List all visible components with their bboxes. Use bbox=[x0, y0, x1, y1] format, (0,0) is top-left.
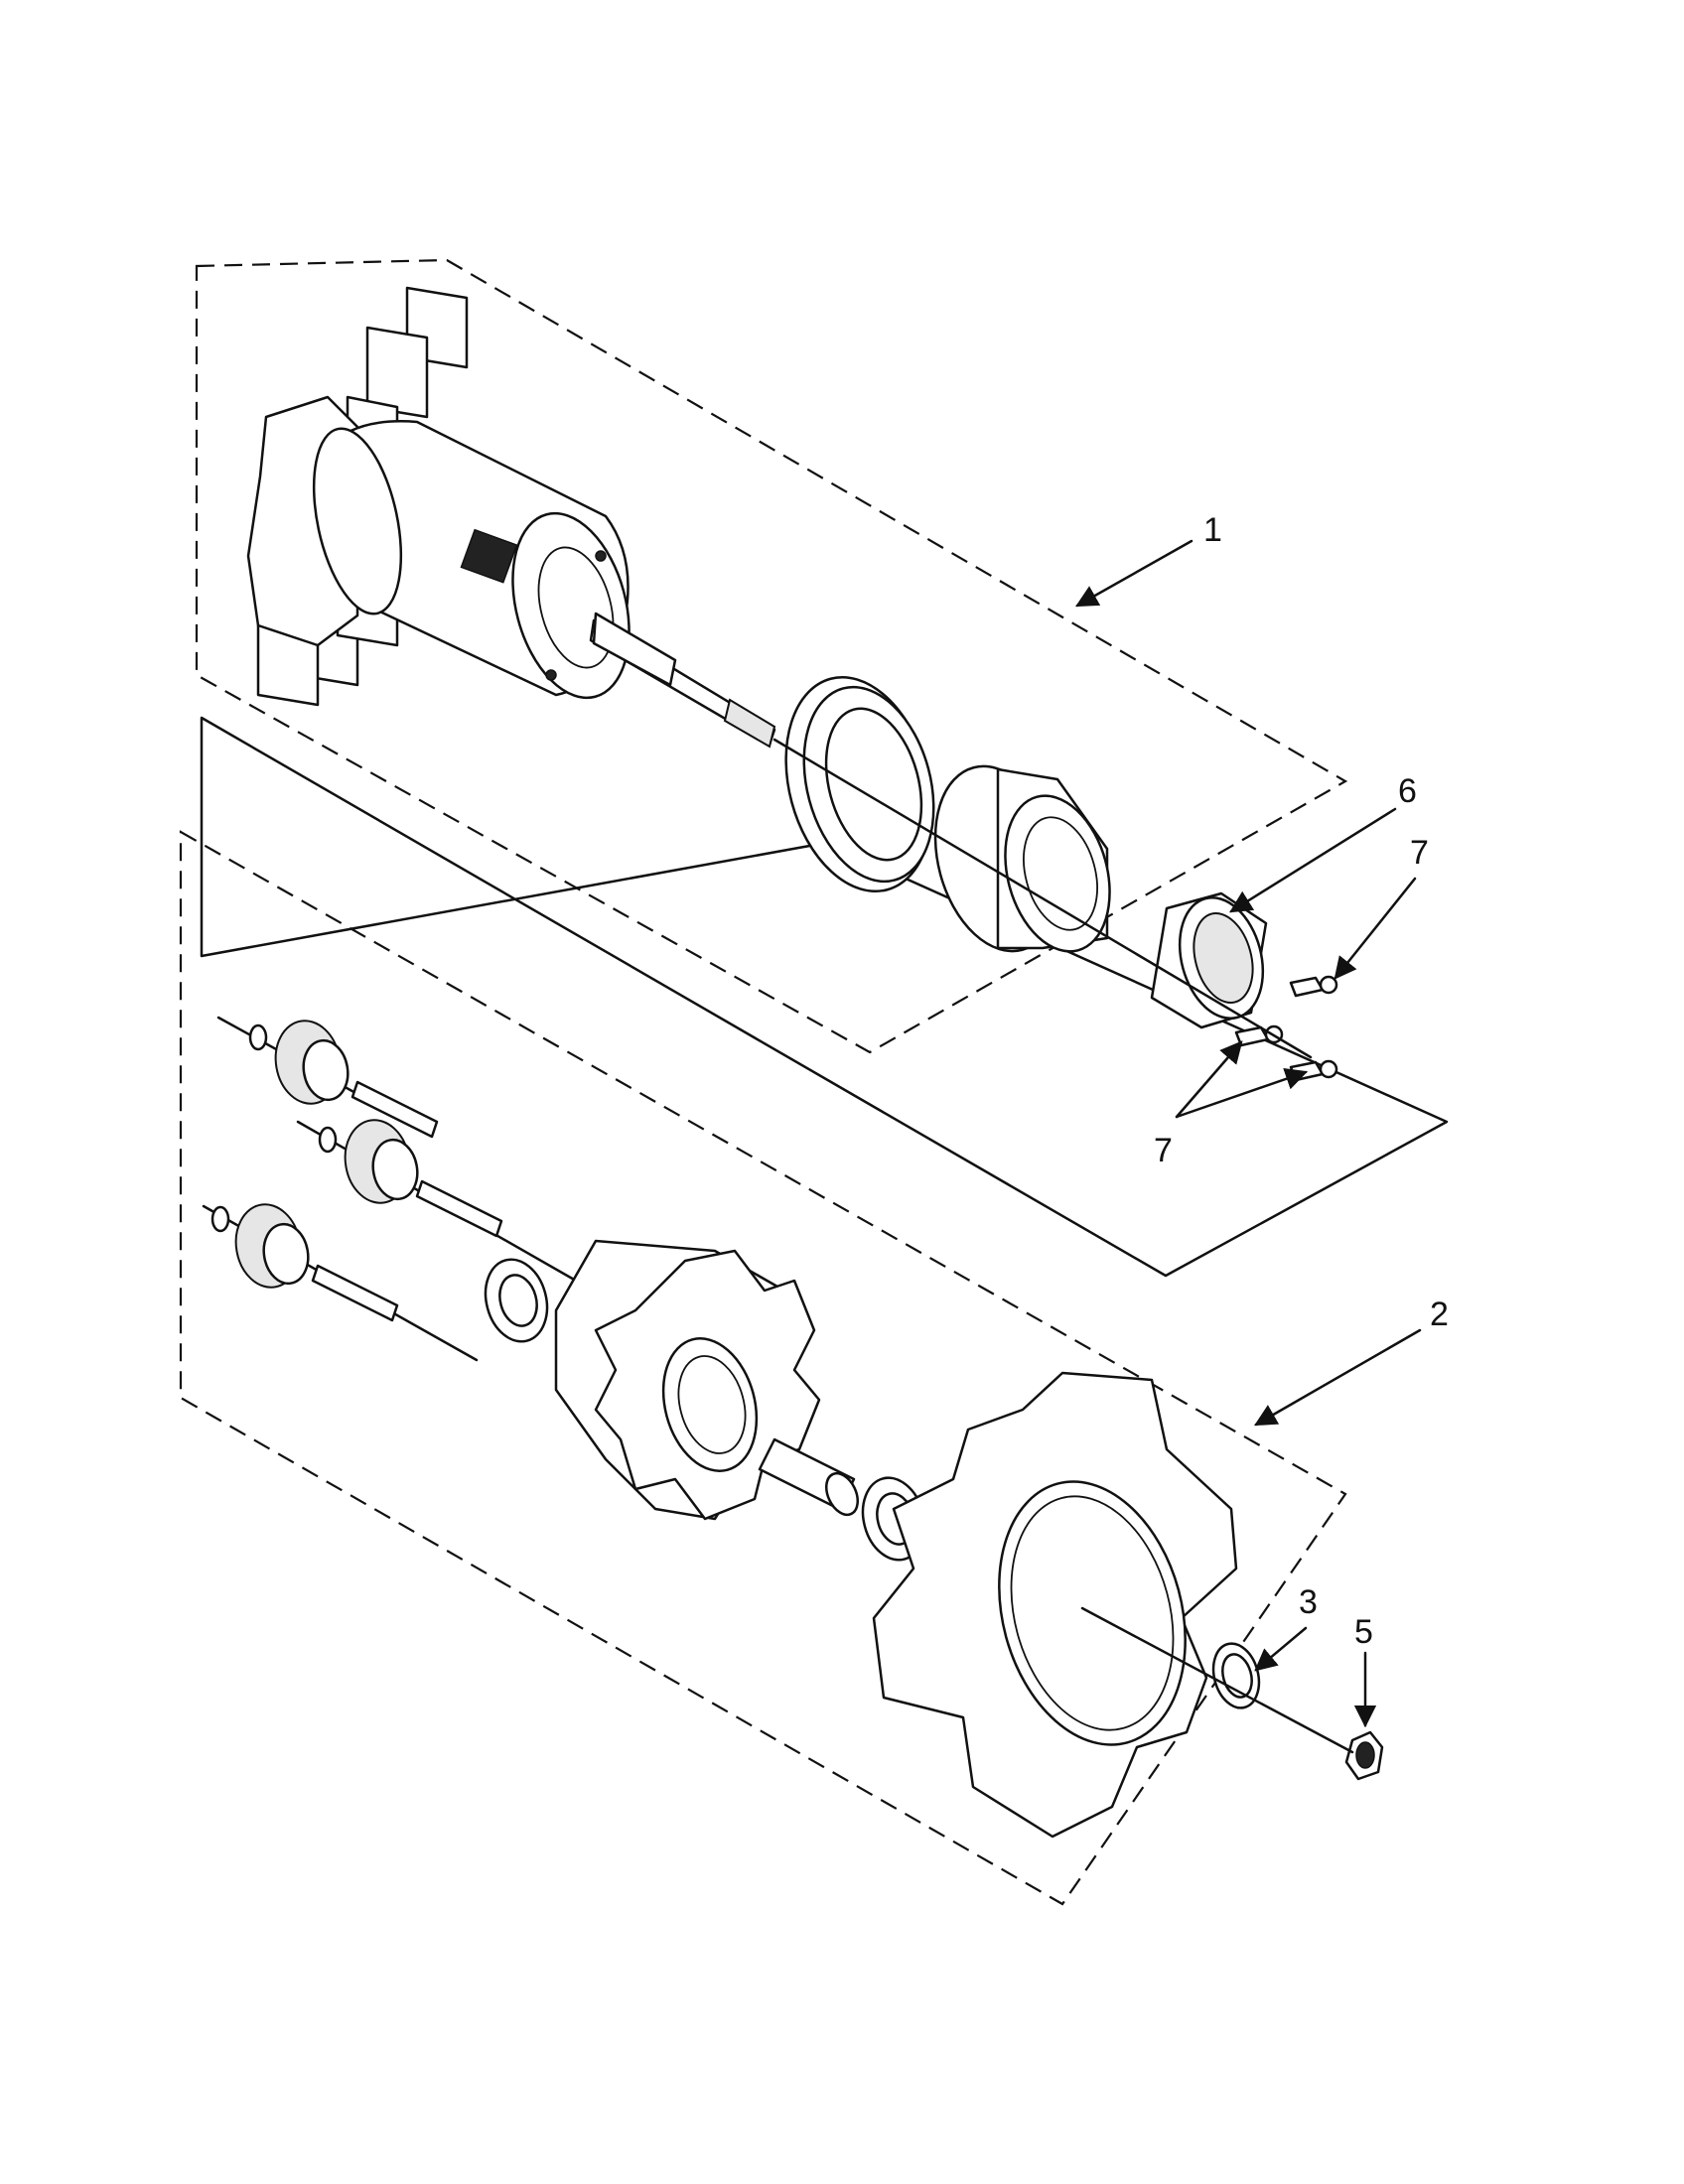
leader-1 bbox=[1075, 539, 1193, 608]
callout-3: 3 bbox=[1299, 1583, 1318, 1621]
needle-bearing bbox=[1150, 891, 1268, 1029]
planet-gears bbox=[202, 1016, 578, 1362]
leader-2 bbox=[1254, 1328, 1422, 1427]
leader-7-b bbox=[1175, 1067, 1309, 1119]
assembly-2-boundary bbox=[179, 830, 1347, 1906]
motor bbox=[246, 286, 776, 749]
callout-7-top: 7 bbox=[1410, 834, 1429, 872]
nut bbox=[1344, 1730, 1384, 1781]
washer bbox=[1211, 1642, 1261, 1709]
ball-bearing bbox=[784, 675, 935, 893]
callout-6: 6 bbox=[1398, 772, 1417, 810]
callout-5: 5 bbox=[1354, 1613, 1373, 1651]
callout-7-bottom: 7 bbox=[1154, 1132, 1173, 1169]
leader-6 bbox=[1229, 807, 1397, 913]
planet-carrier bbox=[554, 1239, 821, 1521]
leader-7-top bbox=[1333, 877, 1417, 980]
bearing-housing bbox=[933, 764, 1111, 953]
spacer-tube bbox=[758, 1437, 859, 1517]
planetary-group-outline bbox=[200, 716, 1449, 1278]
leader-7-a bbox=[1175, 1040, 1243, 1119]
ring-gear-housing bbox=[872, 1371, 1238, 1839]
carrier-seal bbox=[484, 1258, 549, 1343]
leader-3 bbox=[1254, 1626, 1308, 1672]
callout-1: 1 bbox=[1203, 511, 1222, 549]
callout-2: 2 bbox=[1430, 1296, 1449, 1333]
